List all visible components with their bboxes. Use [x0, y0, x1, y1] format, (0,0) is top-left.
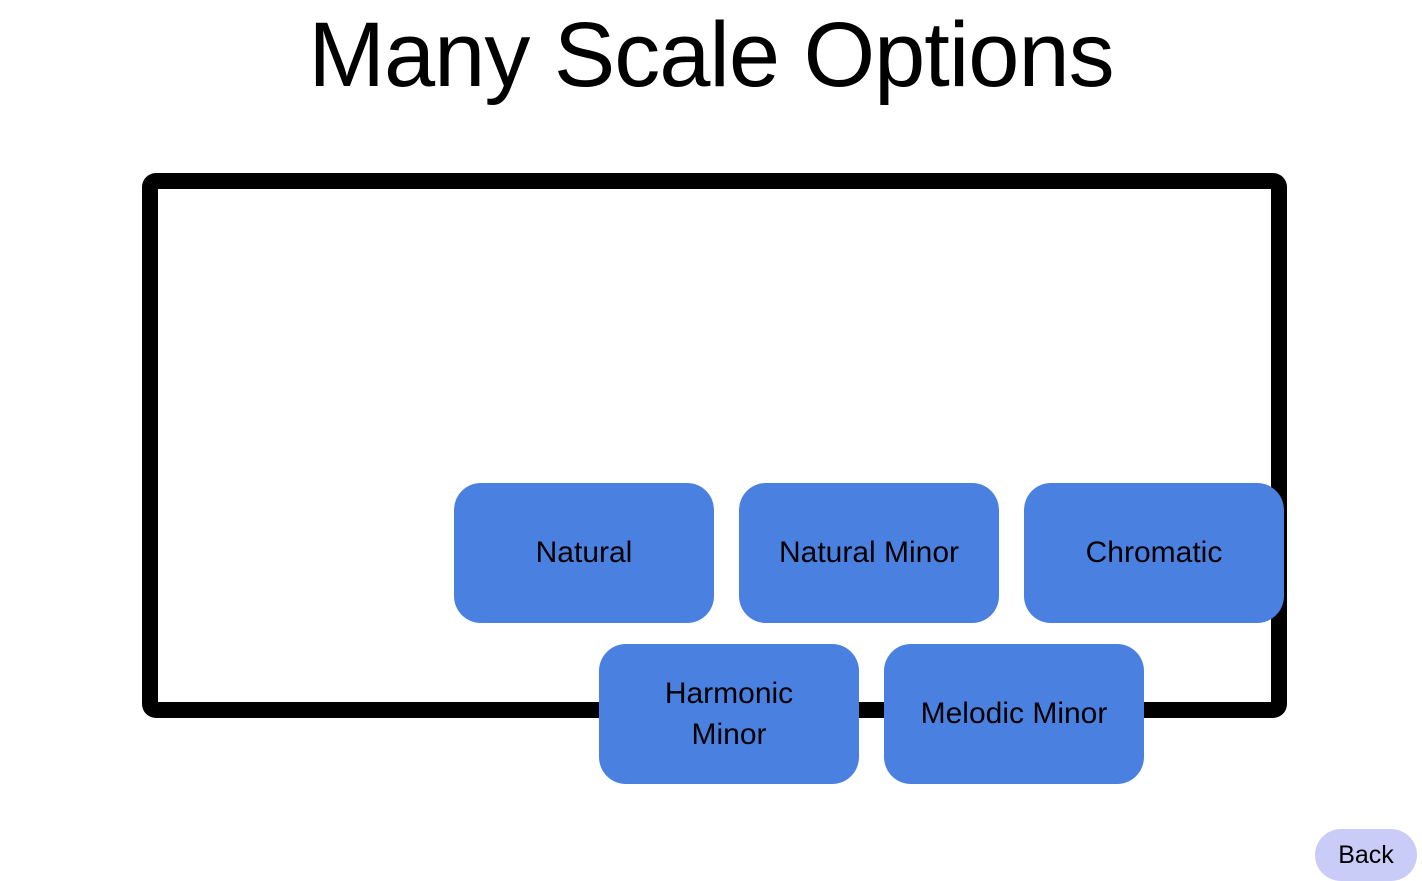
back-button-label: Back	[1338, 840, 1394, 869]
scale-button-label: Natural Minor	[778, 536, 960, 570]
back-button[interactable]: Back	[1315, 829, 1417, 881]
scale-button-label: Chromatic	[1085, 536, 1223, 570]
scale-button-label: Harmonic Minor	[664, 676, 794, 751]
content-frame: Natural Natural Minor Chromatic Harmonic…	[142, 173, 1417, 881]
scale-button-melodic-minor[interactable]: Melodic Minor	[884, 644, 1144, 784]
scale-button-natural[interactable]: Natural	[454, 483, 714, 623]
slide-canvas: Many Scale Options Natural Natural Minor…	[142, 4, 1417, 881]
scale-button-chromatic[interactable]: Chromatic	[1024, 483, 1284, 623]
scale-button-harmonic-minor[interactable]: Harmonic Minor	[599, 644, 859, 784]
scale-button-label: Natural	[535, 536, 633, 570]
page-title: Many Scale Options	[308, 4, 1114, 106]
scale-button-label: Melodic Minor	[920, 697, 1108, 731]
scale-button-natural-minor[interactable]: Natural Minor	[739, 483, 999, 623]
